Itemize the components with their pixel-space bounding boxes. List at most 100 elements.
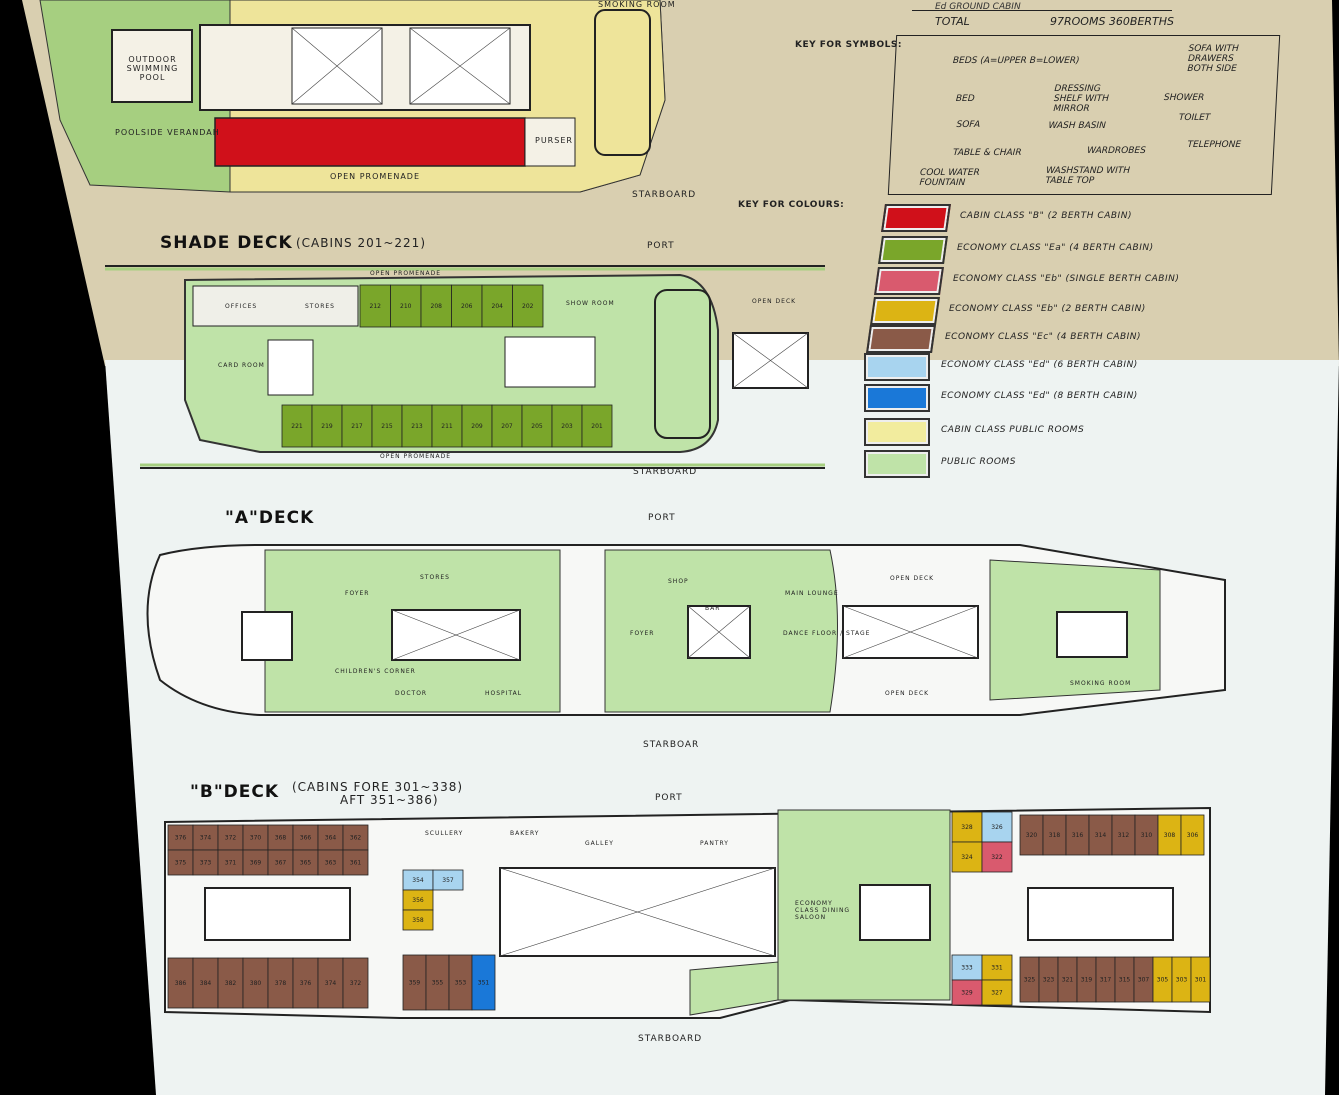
a-deck-room-label: OPEN DECK (885, 690, 930, 697)
cabin-number: 353 (455, 980, 467, 987)
shade-deck-title: SHADE DECK (160, 233, 293, 253)
cabin (481, 284, 513, 328)
colour-key-label: ECONOMY CLASS "Ed" (6 BERTH CABIN) (941, 360, 1138, 370)
cabin (491, 404, 523, 448)
colour-key-label: CABIN CLASS PUBLIC ROOMS (941, 425, 1085, 435)
cabin-number: 361 (350, 860, 362, 867)
colour-key-label: ECONOMY CLASS "Ed" (8 BERTH CABIN) (941, 391, 1138, 401)
cabin (217, 849, 244, 876)
cabin-number: 376 (175, 835, 187, 842)
cabin-number: 364 (325, 835, 337, 842)
symbol-sofa-drawers: SOFA WITH DRAWERS BOTH SIDE (1187, 44, 1240, 74)
cabin-number: 221 (291, 423, 303, 430)
cabin (951, 979, 983, 1006)
cabin (371, 404, 403, 448)
cabin (342, 957, 369, 1009)
cabin-number: 308 (1164, 832, 1176, 839)
cabin (359, 284, 391, 328)
cabin-number: 331 (991, 965, 1003, 972)
cabin (292, 849, 319, 876)
cabin (292, 824, 319, 851)
a-deck-title: "A"DECK (225, 508, 315, 528)
cabin-number: 372 (350, 980, 362, 987)
shade-show-room: SHOW ROOM (566, 300, 615, 307)
cabin-number: 211 (441, 423, 453, 430)
cabin (951, 811, 983, 843)
cabin-number: 326 (991, 824, 1003, 831)
cabin-number: 369 (250, 860, 262, 867)
cabin-number: 372 (225, 835, 237, 842)
cabin-number: 306 (1187, 832, 1199, 839)
symbol-washstand: WASHSTAND WITH TABLE TOP (1045, 166, 1131, 186)
shade-open-deck: OPEN DECK (752, 298, 797, 305)
cabin-number: 359 (409, 980, 421, 987)
totals-label: TOTAL (935, 15, 970, 28)
label-pool: OUTDOOR SWIMMING POOL (126, 55, 179, 82)
symbol-shower: SHOWER (1163, 93, 1205, 103)
label-verandah: POOLSIDE VERANDAH (115, 128, 220, 137)
cabin-number: 376 (300, 980, 312, 987)
colour-key-label: ECONOMY CLASS "Eb" (2 BERTH CABIN) (949, 304, 1146, 314)
cabin-number: 329 (961, 990, 973, 997)
b-deck-starboard: STARBOARD (638, 1034, 703, 1044)
symbol-dressing-shelf: DRESSING SHELF WITH MIRROR (1053, 84, 1110, 114)
colour-swatch (864, 353, 930, 381)
cabin (1190, 956, 1211, 1003)
colour-swatch (866, 325, 936, 353)
cabin (341, 404, 373, 448)
cabin-number: 213 (411, 423, 423, 430)
colour-swatch (874, 267, 944, 295)
colour-swatch (878, 236, 948, 264)
cabin (402, 909, 434, 931)
cabin-number: 321 (1062, 977, 1074, 984)
cabin-number: 305 (1157, 977, 1169, 984)
upper-deck-plan (39, 0, 666, 193)
a-deck-room-label: MAIN LOUNGE (785, 590, 839, 597)
cabin-number: 204 (492, 303, 504, 310)
cabin-number: 333 (961, 965, 973, 972)
shade-stores: STORES (305, 303, 335, 310)
colour-key-label: ECONOMY CLASS "Ec" (4 BERTH CABIN) (945, 332, 1142, 342)
colour-swatch (881, 204, 951, 232)
label-purser: PURSER (535, 136, 573, 145)
cabin (192, 957, 219, 1009)
cabin-number: 201 (591, 423, 603, 430)
cabin (512, 284, 544, 328)
b-dining-saloon: ECONOMY CLASS DINING SALOON (795, 900, 851, 921)
cabin (581, 404, 613, 448)
a-deck-room-label: SMOKING ROOM (1070, 680, 1132, 687)
cabin-number: 206 (461, 303, 473, 310)
cabin (451, 284, 483, 328)
colour-key-label: ECONOMY CLASS "Eb" (SINGLE BERTH CABIN) (953, 274, 1180, 284)
cabin-number: 312 (1118, 832, 1130, 839)
shade-deck-starboard: STARBOARD (633, 467, 698, 477)
cabin-number: 382 (225, 980, 237, 987)
cabin-number: 324 (961, 854, 973, 861)
cabin (167, 824, 194, 851)
cabin-number: 303 (1176, 977, 1188, 984)
colour-swatch (870, 297, 940, 325)
a-deck-room-label: SHOP (668, 578, 689, 585)
cabin (267, 957, 294, 1009)
label-smoking-room: SMOKING ROOM (598, 0, 676, 9)
cabin-number: 325 (1024, 977, 1036, 984)
symbol-sofa: SOFA (956, 120, 981, 130)
b-scullery: SCULLERY (425, 830, 464, 837)
a-deck-room-label: FOYER (630, 630, 655, 637)
cabin-number: 318 (1049, 832, 1061, 839)
symbol-beds: BEDS (A=UPPER B=LOWER) (952, 56, 1080, 66)
cabin (311, 404, 343, 448)
cabin-number: 356 (412, 897, 424, 904)
a-deck-room-label: FOYER (345, 590, 370, 597)
totals-partial-row: Ed GROUND CABIN (935, 2, 1021, 12)
cabin-number: 315 (1119, 977, 1131, 984)
cabin-number: 209 (471, 423, 483, 430)
cabin (420, 284, 452, 328)
shade-promenade-top: OPEN PROMENADE (370, 270, 442, 277)
cabin (242, 824, 269, 851)
a-deck-room-label: DANCE FLOOR / STAGE (783, 630, 871, 637)
cabin-number: 203 (561, 423, 573, 430)
cabin-number: 210 (400, 303, 412, 310)
label-open-promenade: OPEN PROMENADE (330, 172, 421, 181)
cabin (951, 954, 983, 981)
